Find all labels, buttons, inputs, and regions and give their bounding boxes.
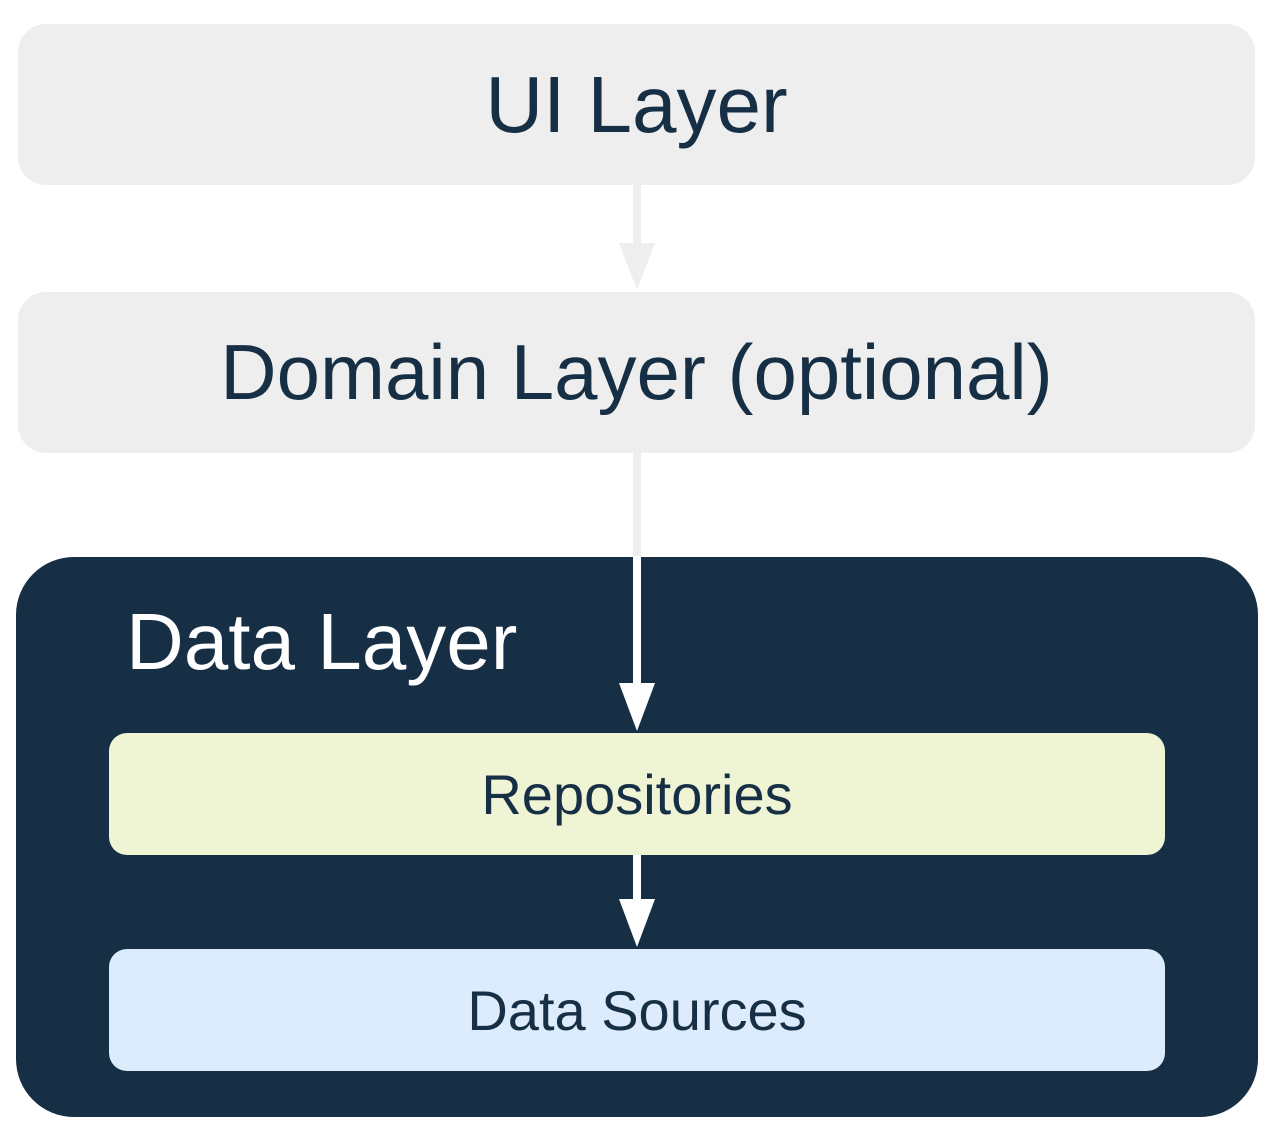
domain-layer-label: Domain Layer (optional) xyxy=(220,328,1053,416)
ui-layer-box: UI Layer xyxy=(18,24,1255,185)
ui-layer-label: UI Layer xyxy=(485,59,788,149)
data-layer-box: Data Layer Repositories Data Sources xyxy=(16,557,1258,1117)
repositories-box: Repositories xyxy=(109,733,1165,855)
domain-layer-box: Domain Layer (optional) xyxy=(18,292,1255,453)
arrow-ui-to-domain-head xyxy=(619,243,655,290)
data-sources-label: Data Sources xyxy=(467,978,807,1042)
repositories-label: Repositories xyxy=(481,762,793,826)
data-sources-box: Data Sources xyxy=(109,949,1165,1071)
data-layer-label: Data Layer xyxy=(126,597,518,686)
